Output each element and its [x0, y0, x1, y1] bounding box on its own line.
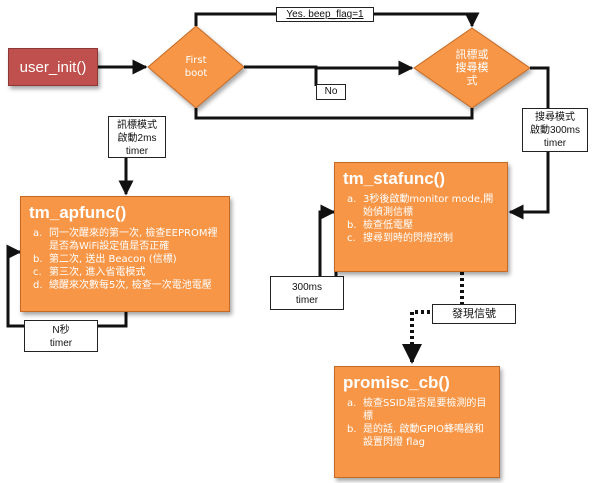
- label-300ms-line1: 300ms: [291, 282, 322, 293]
- decision-first-boot-line2: boot: [184, 68, 208, 79]
- tm-stafunc-title: tm_stafunc(): [343, 169, 446, 188]
- edge-ap-loop: [6, 244, 128, 328]
- label-search-line3: timer: [543, 138, 567, 149]
- tm-apfunc-item-a: a. 同一次醒來的第一次, 檢查EEPROM裡是否為WiFi設定值是否正確: [29, 227, 221, 253]
- edge-found-signal: [402, 272, 464, 364]
- tm-apfunc-item-c-text: 第三次, 進入省電模式: [49, 267, 146, 278]
- tm-apfunc-item-c: c. 第三次, 進入省電模式: [29, 266, 221, 279]
- label-no-text: No: [324, 86, 338, 97]
- promisc-cb-item-a-mark: a.: [347, 398, 357, 409]
- label-beacon-line1: 訊標模式: [117, 120, 157, 131]
- tm-stafunc-item-b-mark: b.: [347, 220, 357, 231]
- label-found-signal-text: 發現信號: [452, 308, 496, 320]
- promisc-cb-list: a. 檢查SSID是否是要檢測的目標 b. 是的話, 啟動GPIO蜂鳴器和設置閃燈 …: [343, 397, 491, 449]
- process-tm-apfunc: tm_apfunc() a. 同一次醒來的第一次, 檢查EEPROM裡是否為WiF…: [20, 196, 230, 312]
- decision-mode-label: 訊標或 搜尋模 式: [444, 48, 500, 87]
- start-user-init: user_init(): [8, 48, 98, 86]
- promisc-cb-item-b-mark: b.: [347, 424, 357, 435]
- decision-mode-line1: 訊標或: [455, 48, 489, 61]
- tm-apfunc-item-c-mark: c.: [33, 267, 42, 278]
- tm-apfunc-item-d-mark: d.: [33, 280, 43, 291]
- tm-apfunc-list: a. 同一次醒來的第一次, 檢查EEPROM裡是否為WiFi設定值是否正確 b. 第…: [29, 227, 221, 292]
- tm-apfunc-title: tm_apfunc(): [29, 203, 127, 222]
- decision-first-boot-label: First boot: [168, 54, 224, 80]
- decision-first-boot-line1: First: [185, 55, 207, 66]
- label-yes-text: Yes. beep_flag=1: [286, 9, 364, 20]
- tm-apfunc-item-b-mark: b.: [33, 254, 43, 265]
- decision-mode-line2: 搜尋模: [455, 61, 489, 74]
- promisc-cb-item-b: b. 是的話, 啟動GPIO蜂鳴器和設置閃燈 flag: [343, 423, 491, 449]
- promisc-cb-item-b-text: 是的話, 啟動GPIO蜂鳴器和設置閃燈 flag: [363, 424, 484, 448]
- tm-stafunc-item-c-text: 搜尋到時的閃燈控制: [363, 233, 453, 244]
- label-yes: Yes. beep_flag=1: [276, 7, 374, 22]
- tm-stafunc-item-b-text: 檢查低電壓: [363, 220, 413, 231]
- tm-stafunc-item-c: c. 搜尋到時的閃燈控制: [343, 232, 499, 245]
- process-promisc-cb: promisc_cb() a. 檢查SSID是否是要檢測的目標 b. 是的話, 啟動…: [334, 366, 500, 478]
- label-found-signal: 發現信號: [432, 304, 516, 324]
- tm-stafunc-item-c-mark: c.: [347, 233, 356, 244]
- tm-apfunc-item-b: b. 第二次, 送出 Beacon (信標): [29, 253, 221, 266]
- tm-apfunc-item-a-mark: a.: [33, 228, 43, 239]
- promisc-cb-item-a: a. 檢查SSID是否是要檢測的目標: [343, 397, 491, 423]
- label-300ms-timer: 300ms timer: [270, 276, 344, 310]
- promisc-cb-title: promisc_cb(): [343, 373, 450, 392]
- promisc-cb-item-a-text: 檢查SSID是否是要檢測的目標: [363, 398, 487, 422]
- label-n-sec-timer: N秒 timer: [24, 320, 98, 352]
- edge-no-mid: [314, 66, 350, 86]
- label-search-timer: 搜尋模式 啟動300ms timer: [522, 108, 588, 152]
- tm-apfunc-item-b-text: 第二次, 送出 Beacon (信標): [49, 254, 177, 265]
- tm-apfunc-item-d-text: 總醒來次數每5次, 檢查一次電池電壓: [49, 280, 212, 291]
- edge-loop-bottom: [194, 108, 474, 120]
- label-n-sec-line2: timer: [49, 338, 73, 349]
- tm-stafunc-list: a. 3秒後啟動monitor mode,開始偵測信標 b. 檢查低電壓 c. 搜尋到…: [343, 193, 499, 245]
- tm-stafunc-item-a-mark: a.: [347, 194, 357, 205]
- tm-stafunc-item-a-text: 3秒後啟動monitor mode,開始偵測信標: [363, 194, 494, 218]
- tm-stafunc-item-b: b. 檢查低電壓: [343, 219, 499, 232]
- tm-stafunc-item-a: a. 3秒後啟動monitor mode,開始偵測信標: [343, 193, 499, 219]
- tm-apfunc-item-a-text: 同一次醒來的第一次, 檢查EEPROM裡是否為WiFi設定值是否正確: [49, 228, 218, 252]
- label-no: No: [316, 84, 346, 100]
- process-tm-stafunc: tm_stafunc() a. 3秒後啟動monitor mode,開始偵測信標 …: [334, 162, 508, 272]
- label-search-line1: 搜尋模式: [535, 112, 575, 123]
- decision-mode-line3: 式: [466, 74, 478, 87]
- label-beacon-line3: timer: [125, 146, 149, 157]
- edge-no: [244, 65, 318, 86]
- label-beacon-line2: 啟動2ms: [117, 133, 157, 144]
- label-300ms-line2: timer: [295, 295, 319, 306]
- label-search-line2: 啟動300ms: [529, 125, 580, 136]
- label-beacon-timer: 訊標模式 啟動2ms timer: [108, 116, 166, 158]
- label-n-sec-line1: N秒: [52, 325, 70, 336]
- tm-apfunc-item-d: d. 總醒來次數每5次, 檢查一次電池電壓: [29, 279, 221, 292]
